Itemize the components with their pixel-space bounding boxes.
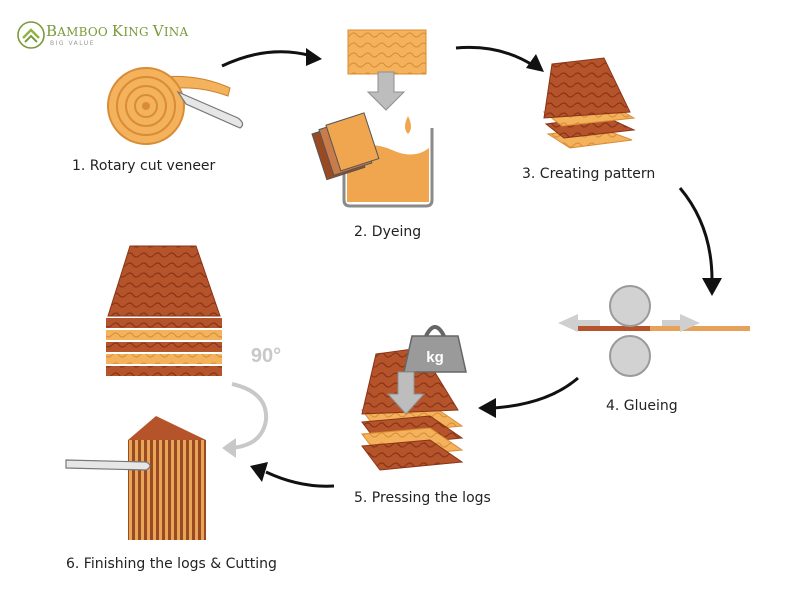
brand-logo: BAMBOO KING VINA BIG VALUE	[16, 18, 189, 54]
step-5-label: 5. Pressing the logs	[354, 490, 491, 506]
finished-log-icon	[106, 245, 222, 376]
cutting-knife-icon	[176, 90, 244, 129]
press-weight-icon: kg	[386, 325, 467, 415]
arrow-step2-to-step3	[455, 45, 535, 68]
arrow-step1-to-step2	[221, 50, 313, 68]
bamboo-leaf-icon	[17, 21, 45, 49]
arrow-step4-to-step5	[493, 376, 579, 410]
log-roll-icon	[107, 67, 231, 145]
veneer-sheet-icon	[347, 29, 427, 75]
brand-name: BAMBOO KING VINA	[46, 22, 189, 40]
step-4-label: 4. Glueing	[606, 398, 678, 414]
arrow-step3-to-step4	[678, 187, 714, 281]
cutting-blade-icon	[65, 459, 151, 471]
step-1-label: 1. Rotary cut veneer	[72, 158, 216, 174]
arrow-head-3	[702, 278, 722, 296]
down-arrow-icon	[366, 71, 406, 111]
step-2-label: 2. Dyeing	[354, 224, 422, 240]
glue-roller-icon	[558, 285, 750, 377]
dye-tank-icon	[311, 112, 434, 208]
step-6-label: 6. Finishing the logs & Cutting	[66, 556, 277, 572]
step-3-label: 3. Creating pattern	[522, 166, 656, 182]
arrow-head-1	[306, 48, 322, 66]
weight-label: kg	[426, 349, 444, 366]
press-stack-icon	[361, 347, 464, 471]
arrow-step5-to-step6	[265, 470, 335, 488]
arrow-head-5	[250, 462, 268, 482]
rotation-icon: 90°	[222, 345, 281, 458]
arrow-head-2	[526, 54, 544, 72]
brand-tagline: BIG VALUE	[50, 40, 95, 47]
veneer-stack-icon	[542, 57, 636, 149]
arrow-head-4	[478, 398, 496, 418]
cut-log-icon	[128, 416, 206, 540]
rotation-label: 90°	[251, 345, 281, 367]
